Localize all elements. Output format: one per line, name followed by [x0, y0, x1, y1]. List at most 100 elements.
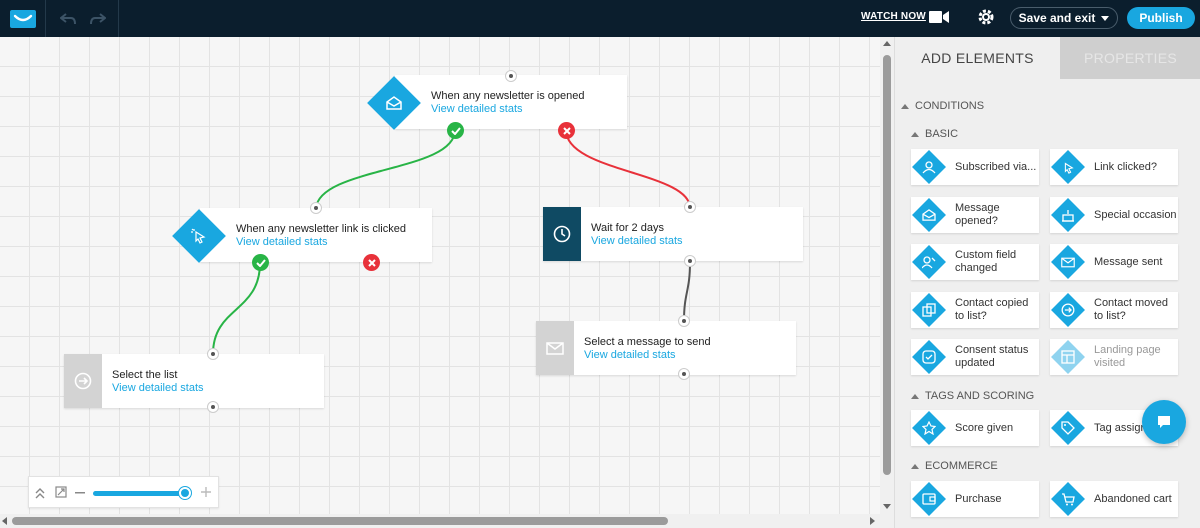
- element-special-occasion[interactable]: Special occasion: [1050, 197, 1178, 233]
- elements-panel: ADD ELEMENTS PROPERTIES CONDITIONS BASIC…: [894, 37, 1200, 528]
- element-label: Score given: [955, 421, 1014, 434]
- view-detailed-stats-link[interactable]: View detailed stats: [584, 349, 676, 361]
- element-message-sent[interactable]: Message sent: [1050, 244, 1178, 280]
- section-tags-scoring[interactable]: TAGS AND SCORING: [911, 390, 1034, 402]
- node-select-list[interactable]: Select the list View detailed stats: [64, 354, 324, 408]
- view-detailed-stats-link[interactable]: View detailed stats: [431, 103, 523, 115]
- connector-top[interactable]: [207, 348, 219, 360]
- section-label: BASIC: [925, 128, 959, 140]
- copy-icon: [917, 298, 941, 322]
- element-custom-field-changed[interactable]: Custom field changed: [911, 244, 1039, 280]
- zoom-slider-track[interactable]: [93, 491, 185, 496]
- envelope-icon: [536, 321, 574, 375]
- node-title: Wait for 2 days: [591, 222, 664, 234]
- cursor-click-icon: [180, 217, 218, 255]
- zoom-control: [28, 476, 219, 508]
- watch-now-link[interactable]: WATCH NOW: [861, 11, 926, 22]
- tab-add-elements[interactable]: ADD ELEMENTS: [895, 37, 1060, 79]
- element-label: Contact moved to list?: [1094, 297, 1168, 322]
- collapse-triangle-icon: [911, 131, 919, 137]
- element-purchase[interactable]: Purchase: [911, 481, 1039, 517]
- element-contact-copied[interactable]: Contact copied to list?: [911, 292, 1039, 328]
- scroll-left-arrow-icon[interactable]: [2, 517, 7, 525]
- element-label: Consent status updated: [955, 344, 1029, 369]
- chat-button[interactable]: [1142, 400, 1186, 444]
- connector-top[interactable]: [310, 202, 322, 214]
- arrow-circle-icon: [1056, 298, 1080, 322]
- element-label: Purchase: [955, 492, 1002, 505]
- cart-icon: [1056, 487, 1080, 511]
- horizontal-scroll-thumb[interactable]: [12, 517, 668, 525]
- envelope-open-icon: [917, 203, 941, 227]
- connector-top[interactable]: [678, 315, 690, 327]
- no-path-x-icon[interactable]: [363, 254, 380, 271]
- envelope-open-icon: [375, 84, 413, 122]
- node-title: Select the list: [112, 369, 178, 381]
- undo-icon[interactable]: [59, 12, 76, 25]
- connector-top[interactable]: [684, 201, 696, 213]
- video-camera-icon[interactable]: [929, 10, 949, 24]
- connector-bottom[interactable]: [207, 401, 219, 413]
- element-message-opened[interactable]: Message opened?: [911, 197, 1039, 233]
- scroll-right-arrow-icon[interactable]: [870, 517, 875, 525]
- connector-bottom[interactable]: [684, 255, 696, 267]
- element-subscribed-via[interactable]: Subscribed via...: [911, 149, 1039, 185]
- horizontal-scrollbar[interactable]: [0, 514, 894, 528]
- element-abandoned-cart[interactable]: Abandoned cart: [1050, 481, 1178, 517]
- zoom-in-icon[interactable]: [201, 487, 211, 497]
- redo-icon[interactable]: [89, 12, 106, 25]
- element-label: Special occasion: [1094, 208, 1177, 221]
- section-ecommerce[interactable]: ECOMMERCE: [911, 460, 998, 472]
- node-wait[interactable]: Wait for 2 days View detailed stats: [543, 207, 803, 261]
- app-logo[interactable]: [0, 0, 46, 37]
- wallet-icon: [917, 487, 941, 511]
- publish-button[interactable]: Publish: [1127, 7, 1195, 29]
- save-and-exit-button[interactable]: Save and exit: [1010, 7, 1118, 29]
- gear-icon[interactable]: [977, 8, 995, 26]
- element-label: Message sent: [1094, 255, 1163, 268]
- view-detailed-stats-link[interactable]: View detailed stats: [236, 236, 328, 248]
- zoom-out-icon[interactable]: [75, 492, 85, 494]
- element-score-given[interactable]: Score given: [911, 410, 1039, 446]
- layout-icon: [1056, 345, 1080, 369]
- collapse-up-icon[interactable]: [35, 487, 45, 499]
- section-conditions[interactable]: CONDITIONS: [901, 100, 984, 112]
- node-send-message[interactable]: Select a message to send View detailed s…: [536, 321, 796, 375]
- view-detailed-stats-link[interactable]: View detailed stats: [591, 235, 683, 247]
- element-consent-status-updated[interactable]: Consent status updated: [911, 339, 1039, 375]
- node-title: Select a message to send: [584, 336, 711, 348]
- element-link-clicked[interactable]: Link clicked?: [1050, 149, 1178, 185]
- caret-down-icon: [1101, 15, 1110, 21]
- save-and-exit-label: Save and exit: [1018, 11, 1096, 25]
- collapse-triangle-icon: [901, 103, 909, 109]
- node-link-clicked[interactable]: When any newsletter link is clicked View…: [200, 208, 432, 262]
- node-title: When any newsletter link is clicked: [236, 223, 406, 235]
- check-square-icon: [917, 345, 941, 369]
- element-label: Landing page visited: [1094, 344, 1161, 369]
- section-basic[interactable]: BASIC: [911, 128, 958, 140]
- scroll-down-arrow-icon[interactable]: [883, 504, 891, 509]
- view-detailed-stats-link[interactable]: View detailed stats: [112, 382, 204, 394]
- element-label: Abandoned cart: [1094, 492, 1172, 505]
- connector-top[interactable]: [505, 70, 517, 82]
- zoom-slider-thumb[interactable]: [179, 487, 191, 499]
- vertical-scroll-thumb[interactable]: [883, 55, 891, 475]
- element-landing-page-visited: Landing page visited: [1050, 339, 1178, 375]
- vertical-scrollbar[interactable]: [880, 37, 894, 514]
- no-path-x-icon[interactable]: [558, 122, 575, 139]
- top-bar: WATCH NOW Save and exit Publish: [0, 0, 1200, 37]
- scroll-up-arrow-icon[interactable]: [883, 41, 891, 46]
- fit-screen-icon[interactable]: [55, 486, 67, 498]
- star-icon: [917, 416, 941, 440]
- yes-path-check-icon[interactable]: [447, 122, 464, 139]
- node-newsletter-opened[interactable]: When any newsletter is opened View detai…: [395, 75, 627, 129]
- tab-properties[interactable]: PROPERTIES: [1060, 37, 1200, 79]
- yes-path-check-icon[interactable]: [252, 254, 269, 271]
- connector-bottom[interactable]: [678, 368, 690, 380]
- connection-lines: [212, 129, 691, 355]
- tag-icon: [1056, 416, 1080, 440]
- element-label: Message opened?: [955, 202, 1000, 227]
- element-contact-moved[interactable]: Contact moved to list?: [1050, 292, 1178, 328]
- workflow-canvas[interactable]: When any newsletter is opened View detai…: [0, 37, 880, 514]
- chat-bubble-icon: [1158, 416, 1170, 428]
